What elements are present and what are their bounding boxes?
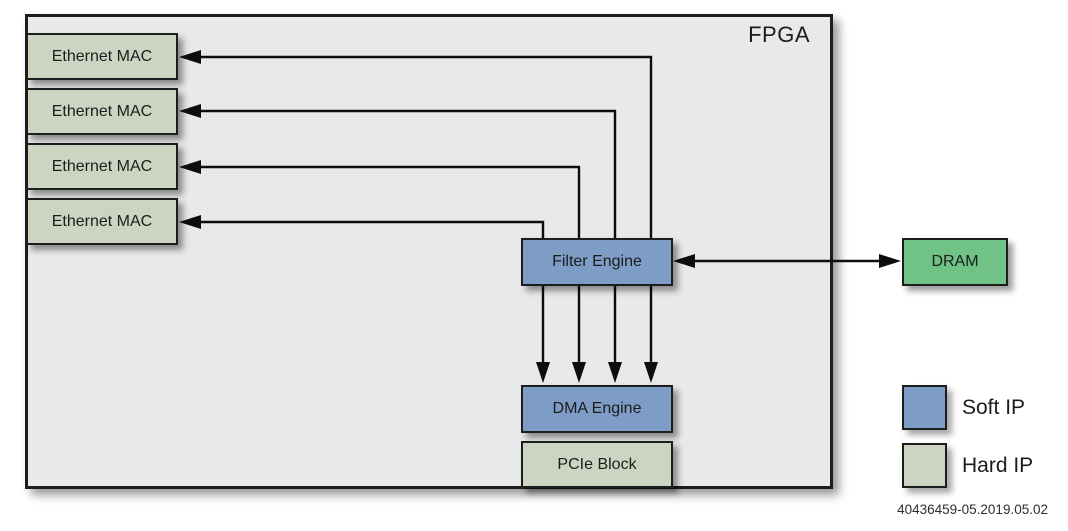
- ethernet-mac-label: Ethernet MAC: [51, 47, 153, 65]
- arrow-filter-to-mac-3: [179, 160, 581, 238]
- filter-engine-block: Filter Engine: [521, 238, 673, 286]
- arrow-filter-to-dma-3: [608, 286, 622, 383]
- ethernet-mac-label: Ethernet MAC: [51, 102, 153, 120]
- dma-engine-block: DMA Engine: [521, 385, 673, 433]
- ethernet-mac-block-1: Ethernet MAC: [26, 33, 178, 80]
- arrow-filter-to-dma-1: [536, 286, 550, 383]
- legend-hard-ip-swatch: [902, 443, 947, 488]
- dram-block: DRAM: [902, 238, 1008, 286]
- arrow-filter-to-mac-4: [179, 215, 545, 238]
- arrow-filter-to-dma-2: [572, 286, 586, 383]
- legend-hard-ip-label: Hard IP: [962, 453, 1034, 477]
- document-id: 40436459-05.2019.05.02: [897, 502, 1048, 517]
- dma-engine-label: DMA Engine: [552, 400, 642, 417]
- ethernet-mac-label: Ethernet MAC: [51, 157, 153, 175]
- pcie-block: PCIe Block: [521, 441, 673, 488]
- pcie-block-label: PCIe Block: [557, 455, 637, 473]
- arrow-filter-to-mac-1: [179, 50, 653, 238]
- filter-engine-label: Filter Engine: [552, 253, 642, 270]
- ethernet-mac-label: Ethernet MAC: [51, 212, 153, 230]
- dram-label: DRAM: [931, 253, 979, 270]
- ethernet-mac-block-2: Ethernet MAC: [26, 88, 178, 135]
- arrow-filter-to-mac-2: [179, 104, 617, 238]
- ethernet-mac-block-4: Ethernet MAC: [26, 198, 178, 245]
- ethernet-mac-block-3: Ethernet MAC: [26, 143, 178, 190]
- arrow-filter-dram-bidirectional: [673, 254, 901, 268]
- fpga-label: FPGA: [748, 22, 810, 47]
- legend-soft-ip-label: Soft IP: [962, 395, 1026, 419]
- arrow-filter-to-dma-4: [644, 286, 658, 383]
- legend-soft-ip-swatch: [902, 385, 947, 430]
